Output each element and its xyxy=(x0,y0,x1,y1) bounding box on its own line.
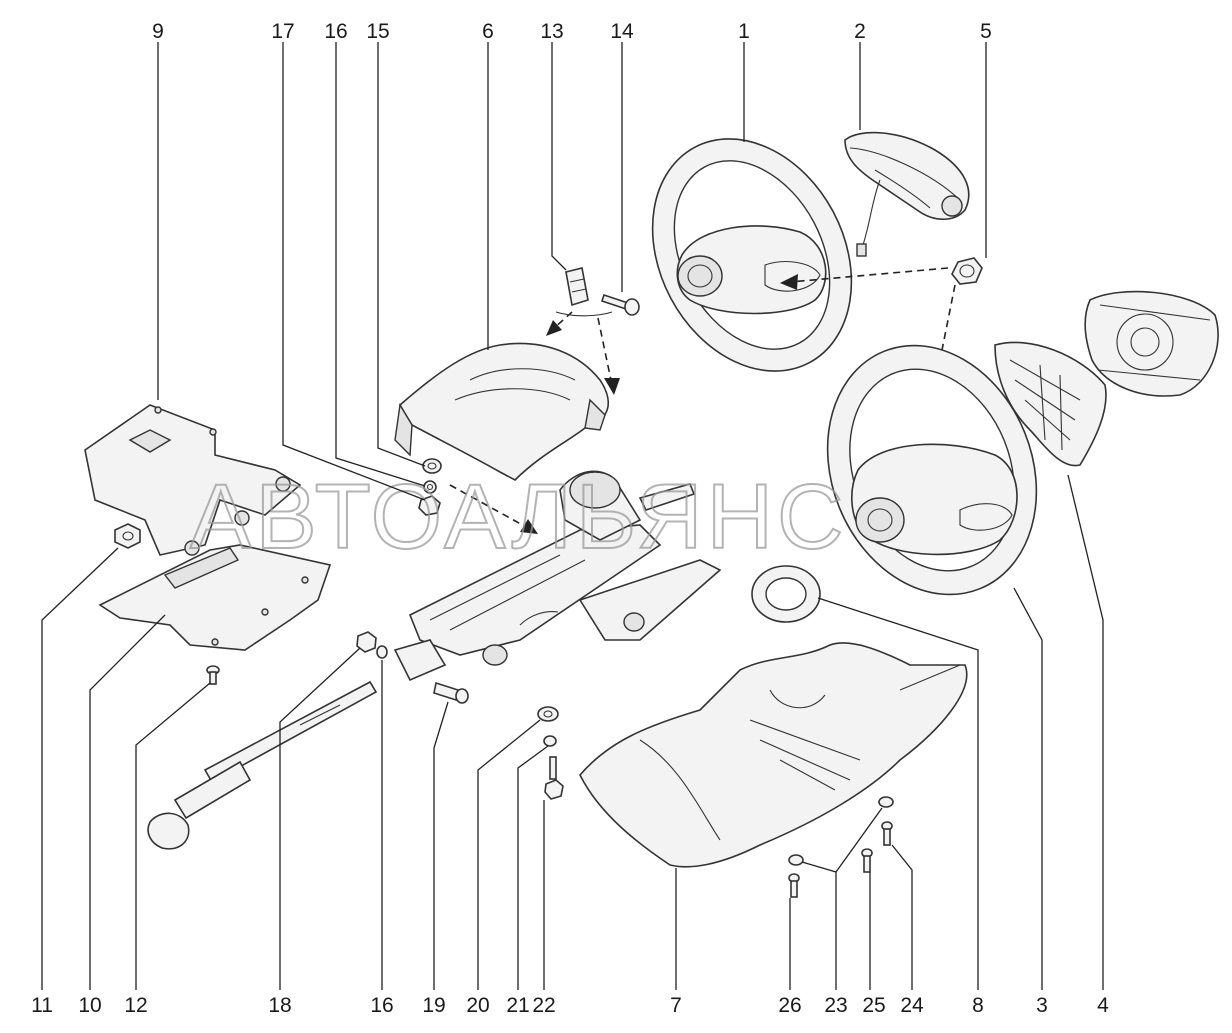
upper-column-cover xyxy=(394,342,610,481)
screw-12 xyxy=(206,665,220,685)
bracket-9 xyxy=(84,404,302,556)
lower-column-cover xyxy=(579,642,968,868)
leader-lines xyxy=(41,42,1104,990)
callout-1: 1 xyxy=(738,20,750,43)
callout-18: 18 xyxy=(268,994,291,1017)
callout-3: 3 xyxy=(1036,994,1048,1017)
airbag-module xyxy=(844,131,970,257)
callout-9: 9 xyxy=(152,20,164,43)
callout-7: 7 xyxy=(670,994,682,1017)
callout-19: 19 xyxy=(422,994,445,1017)
callout-4: 4 xyxy=(1097,994,1109,1017)
arrow-head-column xyxy=(520,519,538,534)
nut-17 xyxy=(418,495,441,516)
callout-14: 14 xyxy=(610,20,634,43)
nut-23-right xyxy=(878,796,894,808)
arrow-head-screw xyxy=(604,378,620,395)
screw-26 xyxy=(788,873,800,898)
callout-labels: 9 17 16 15 6 13 14 1 2 5 11 10 12 18 16 … xyxy=(31,20,1109,1017)
arrow-head-clip xyxy=(546,320,562,336)
callout-5: 5 xyxy=(980,20,992,43)
washer-16-top xyxy=(423,480,437,494)
callout-15: 15 xyxy=(366,20,389,43)
washer-21 xyxy=(543,735,557,747)
nut-23-left xyxy=(788,854,804,866)
steering-wheel-upper xyxy=(651,138,853,372)
callout-20: 20 xyxy=(466,994,489,1017)
steering-nut xyxy=(951,257,983,285)
screw-22 xyxy=(544,756,564,800)
steering-wheel-lower xyxy=(826,344,1038,596)
seal-ring xyxy=(751,565,821,623)
screw-25 xyxy=(861,848,873,873)
callout-23: 23 xyxy=(824,994,847,1017)
callout-16-bottom: 16 xyxy=(370,994,393,1017)
callout-17: 17 xyxy=(271,20,294,43)
bolt-19 xyxy=(433,681,469,704)
callout-25: 25 xyxy=(862,994,885,1017)
washer-16-bottom xyxy=(376,645,388,659)
callout-22: 22 xyxy=(532,994,555,1017)
assembly-arrow-cover-to-column xyxy=(449,484,529,529)
arrow-head-wheel1 xyxy=(780,274,798,290)
plate-10 xyxy=(98,544,332,651)
nut-18 xyxy=(356,631,377,653)
callout-12: 12 xyxy=(124,994,147,1017)
clip xyxy=(565,267,589,307)
callout-26: 26 xyxy=(778,994,801,1017)
callout-21: 21 xyxy=(506,994,529,1017)
callout-13: 13 xyxy=(540,20,563,43)
callout-11: 11 xyxy=(31,994,53,1017)
screw-24 xyxy=(881,821,893,846)
callout-16-top: 16 xyxy=(324,20,347,43)
airbag-unit-rear xyxy=(1084,290,1219,397)
nut-11 xyxy=(114,523,141,549)
assembly-guide-curve xyxy=(555,311,613,317)
assembly-arrow-nut-to-wheel1 xyxy=(789,267,949,283)
assembly-arrow-screw xyxy=(597,317,613,386)
callout-24: 24 xyxy=(900,994,924,1017)
intermediate-shaft xyxy=(147,680,378,850)
callout-2: 2 xyxy=(854,20,866,43)
callout-6: 6 xyxy=(482,20,494,43)
watermark: АВТОАЛЬЯНС xyxy=(190,466,848,568)
steering-column xyxy=(393,470,722,682)
callout-8: 8 xyxy=(972,994,984,1017)
washer-20 xyxy=(537,706,559,722)
screw-14 xyxy=(600,293,640,316)
airbag-cover xyxy=(994,341,1107,467)
nut-15 xyxy=(422,458,442,474)
callout-10: 10 xyxy=(78,994,101,1017)
